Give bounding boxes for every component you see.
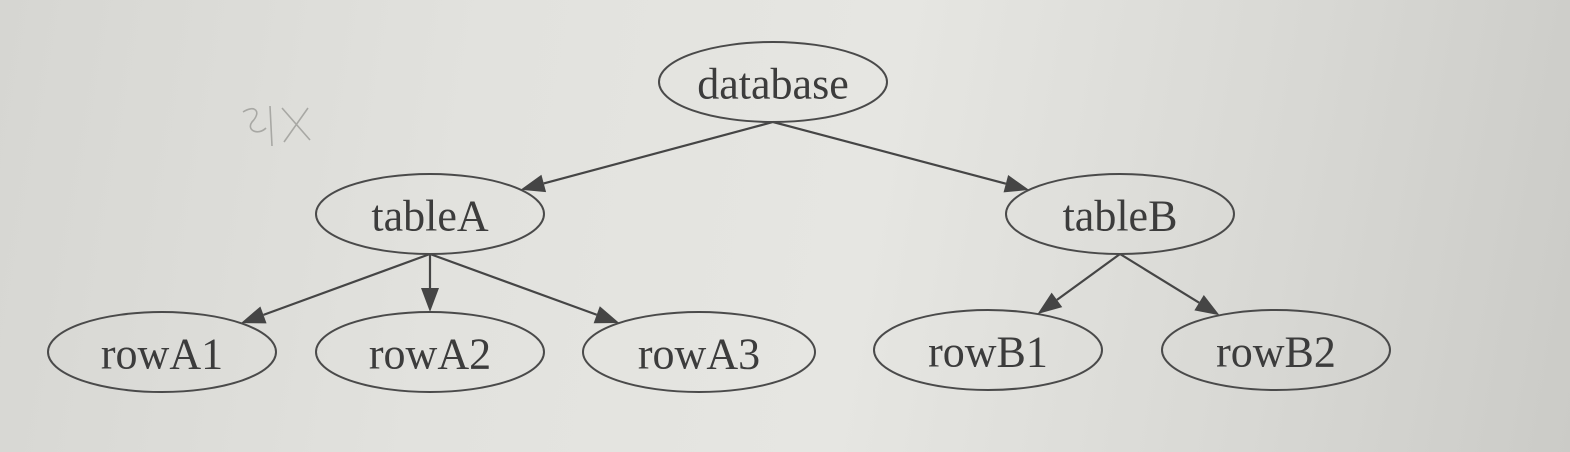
edges-layer [240,120,1220,324]
node-label: rowB2 [1216,328,1336,377]
node-rowB2: rowB2 [1161,309,1391,391]
edge-line [772,120,1007,185]
node-shape [1005,173,1235,255]
node-rowB1: rowB1 [873,309,1103,391]
edge-tableA-rowA1 [240,252,431,324]
node-tableB: tableB [1005,173,1235,255]
node-label: tableB [1063,192,1178,241]
node-label: tableA [371,192,489,241]
node-shape [582,311,816,393]
node-tableA: tableA [315,173,545,255]
node-shape [315,311,545,393]
node-rowA3: rowA3 [582,311,816,393]
arrowhead [520,174,547,193]
node-rowA1: rowA1 [47,311,277,393]
arrowhead [1037,292,1063,314]
node-label: database [697,60,848,109]
node-shape [315,173,545,255]
edge-line [263,252,431,316]
arrowhead [421,288,439,312]
node-database: database [658,41,888,123]
node-label: rowA1 [101,330,223,379]
node-label: rowA3 [638,330,760,379]
edge-database-tableB [772,120,1030,193]
edge-tableA-rowA2 [421,254,439,312]
edge-tableB-rowB2 [1119,253,1220,316]
arrowhead [1194,295,1220,316]
edge-line [1119,253,1200,304]
edge-tableA-rowA3 [429,252,620,324]
node-rowA2: rowA2 [315,311,545,393]
node-shape [658,41,888,123]
arrowhead [240,306,267,324]
arrowhead [593,306,620,324]
edge-line [429,252,598,316]
node-label: rowA2 [369,330,491,379]
arrowhead [1003,175,1030,193]
node-label: rowB1 [928,328,1048,377]
edge-line [1056,253,1121,301]
node-shape [47,311,277,393]
pencil-scribble [242,105,311,147]
edge-line [543,120,774,185]
edge-tableB-rowB1 [1037,253,1121,314]
edge-database-tableA [520,120,774,193]
node-shape [873,309,1103,391]
node-shape [1161,309,1391,391]
